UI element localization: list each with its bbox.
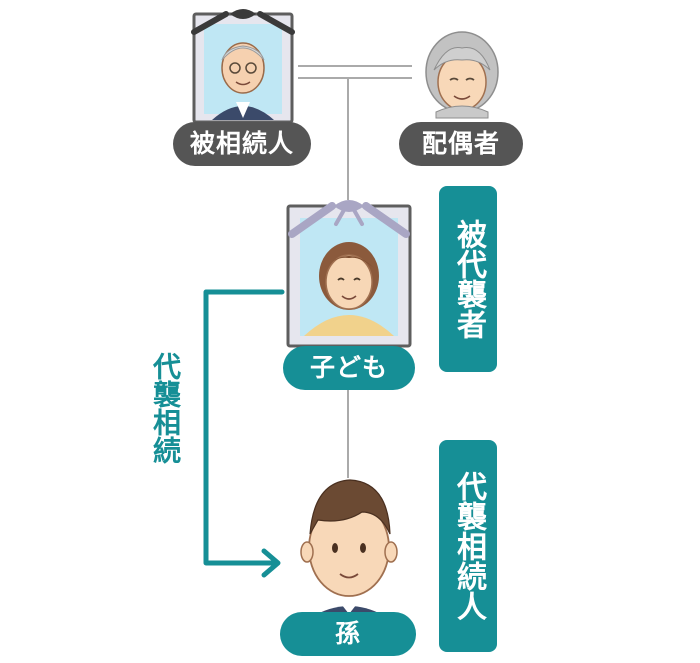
replaced-person-box: 被代襲者 [439, 186, 497, 372]
substitute-arrow [203, 289, 285, 578]
substitute-inheritance-text: 代襲相続 [149, 352, 182, 464]
spouse-label: 配偶者 [399, 122, 523, 166]
spouse-face [425, 31, 499, 119]
family-lines [298, 65, 412, 478]
substitute-heir-box: 代襲相続人 [439, 440, 497, 652]
deceased-portrait [191, 9, 295, 124]
grandchild-figure [300, 479, 398, 626]
child-portrait [286, 200, 412, 348]
substitute-heir-text: 代襲相続人 [451, 471, 486, 621]
deceased-label: 被相続人 [173, 122, 311, 166]
child-label: 子ども [283, 346, 415, 390]
grandchild-label: 孫 [280, 612, 416, 656]
replaced-person-text: 被代襲者 [451, 219, 486, 339]
